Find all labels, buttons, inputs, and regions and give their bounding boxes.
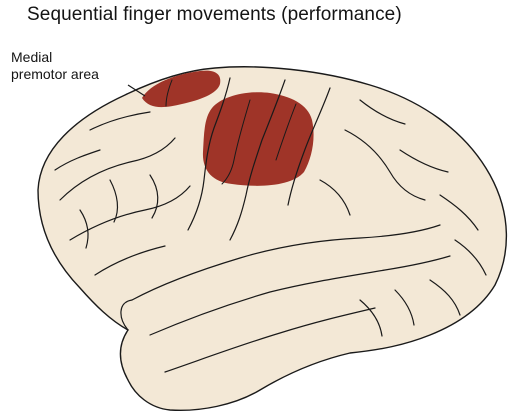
figure: Sequential finger movements (performance… (0, 0, 518, 417)
brain-illustration (0, 0, 518, 417)
